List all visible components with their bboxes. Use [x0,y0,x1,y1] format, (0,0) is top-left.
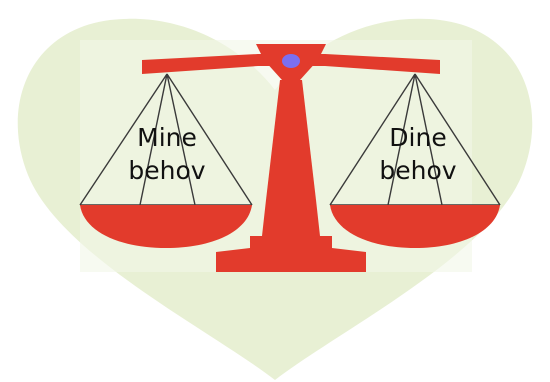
right-pan-label: Dine behov [358,121,478,187]
right-pan-label-line2: behov [358,154,478,187]
left-pan-label-line2: behov [107,154,227,187]
pivot-jewel [282,54,300,68]
right-pan-label-line1: Dine [358,121,478,154]
left-pan-label: Mine behov [107,121,227,187]
left-pan-label-line1: Mine [107,121,227,154]
